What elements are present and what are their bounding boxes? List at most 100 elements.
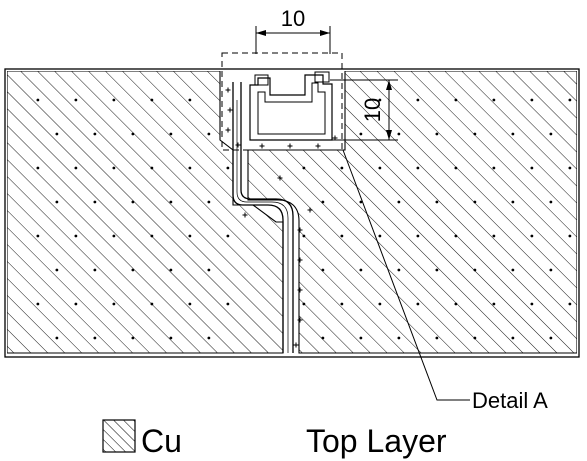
copper-dot (530, 166, 534, 170)
copper-dot (568, 234, 572, 238)
copper-dot (473, 268, 477, 272)
copper-dot (359, 132, 363, 136)
dim-height-label: 10 (360, 98, 385, 122)
copper-dot (169, 336, 173, 340)
via-marker (242, 212, 248, 218)
copper-dot (150, 302, 154, 306)
callout-leader (342, 149, 470, 401)
copper-dot (112, 234, 116, 238)
copper-dot (340, 234, 344, 238)
copper-dot (492, 98, 496, 102)
copper-dot (93, 200, 97, 204)
copper-dot (435, 268, 439, 272)
copper-dot (416, 98, 420, 102)
copper-dot (36, 302, 40, 306)
via-marker (315, 143, 321, 149)
detail-pad-slot-right (314, 71, 330, 83)
copper-dot (55, 336, 59, 340)
copper-dot (492, 234, 496, 238)
copper-dot (416, 234, 420, 238)
callout-label: Detail A (472, 388, 548, 413)
copper-dot (169, 132, 173, 136)
copper-dot (188, 98, 192, 102)
copper-dot (473, 336, 477, 340)
copper-dot (74, 166, 78, 170)
via-marker (235, 142, 241, 148)
via-marker (293, 342, 299, 348)
trace-channel-inner (240, 82, 294, 353)
copper-dot (150, 166, 154, 170)
copper-dot (397, 132, 401, 136)
copper-dot (112, 302, 116, 306)
copper-dot (74, 302, 78, 306)
via-marker (225, 127, 231, 133)
via-marker (297, 257, 303, 263)
copper-dot (321, 200, 325, 204)
copper-dots (36, 98, 572, 340)
copper-dot (302, 234, 306, 238)
copper-dot (378, 234, 382, 238)
via-marker (227, 107, 233, 113)
via-marker (259, 143, 265, 149)
copper-dot (321, 336, 325, 340)
copper-dot (549, 268, 553, 272)
via-marker (307, 207, 313, 213)
copper-dot (36, 98, 40, 102)
copper-dot (416, 302, 420, 306)
copper-dot (378, 302, 382, 306)
copper-dot (397, 336, 401, 340)
copper-dot (549, 336, 553, 340)
copper-dot (55, 132, 59, 136)
via-marker (287, 143, 293, 149)
copper-dot (93, 132, 97, 136)
dim-arrow-right (320, 30, 330, 36)
via-marker (332, 135, 338, 141)
copper-dot (435, 200, 439, 204)
copper-dot (568, 166, 572, 170)
copper-dot (188, 302, 192, 306)
copper-dot (397, 200, 401, 204)
copper-dot (359, 336, 363, 340)
copper-dot (454, 98, 458, 102)
copper-dot (530, 302, 534, 306)
copper-dot (473, 132, 477, 136)
via-marker (297, 287, 303, 293)
copper-dot (435, 132, 439, 136)
copper-dot (55, 200, 59, 204)
copper-dot (378, 98, 382, 102)
copper-dot (435, 336, 439, 340)
copper-dot (93, 336, 97, 340)
copper-dot (454, 234, 458, 238)
copper-dot (511, 268, 515, 272)
copper-dot (397, 268, 401, 272)
copper-dot (511, 132, 515, 136)
copper-dot (359, 268, 363, 272)
copper-dot (207, 200, 211, 204)
trace-channel-outer (232, 82, 284, 353)
trace-channel-centerline (236, 100, 289, 353)
copper-dot (530, 234, 534, 238)
copper-dot (112, 98, 116, 102)
copper-dot (568, 302, 572, 306)
copper-dot (549, 132, 553, 136)
copper-dot (492, 302, 496, 306)
copper-dot (302, 302, 306, 306)
copper-dot (511, 336, 515, 340)
copper-dot (55, 268, 59, 272)
copper-dot (568, 98, 572, 102)
copper-dot (359, 200, 363, 204)
copper-dot (473, 200, 477, 204)
board-outline (4, 68, 580, 358)
copper-dot (321, 268, 325, 272)
detail-pad-inner (257, 82, 326, 135)
copper-dot (340, 302, 344, 306)
via-marker (297, 317, 303, 323)
copper-dot (169, 268, 173, 272)
via-marker (277, 175, 283, 181)
copper-dot (131, 336, 135, 340)
dim-arrow-left (256, 30, 266, 36)
copper-region-right (247, 71, 577, 354)
detail-pad-slot (254, 74, 269, 86)
copper-dot (112, 166, 116, 170)
